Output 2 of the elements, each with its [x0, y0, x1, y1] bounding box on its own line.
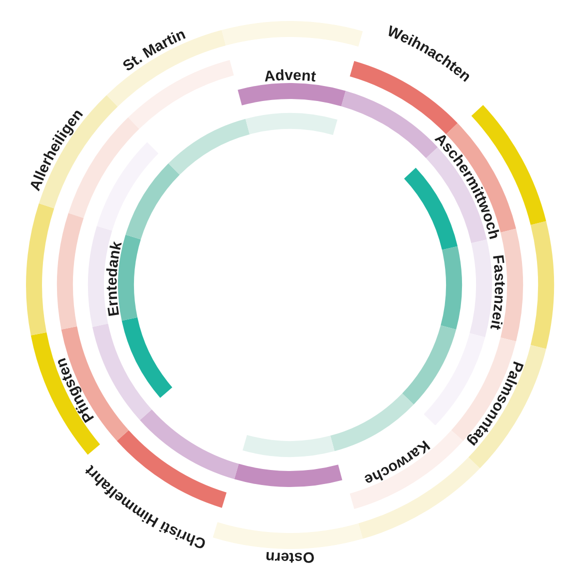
ring-label: Ostern	[264, 548, 316, 566]
ring-label: Advent	[263, 67, 317, 86]
